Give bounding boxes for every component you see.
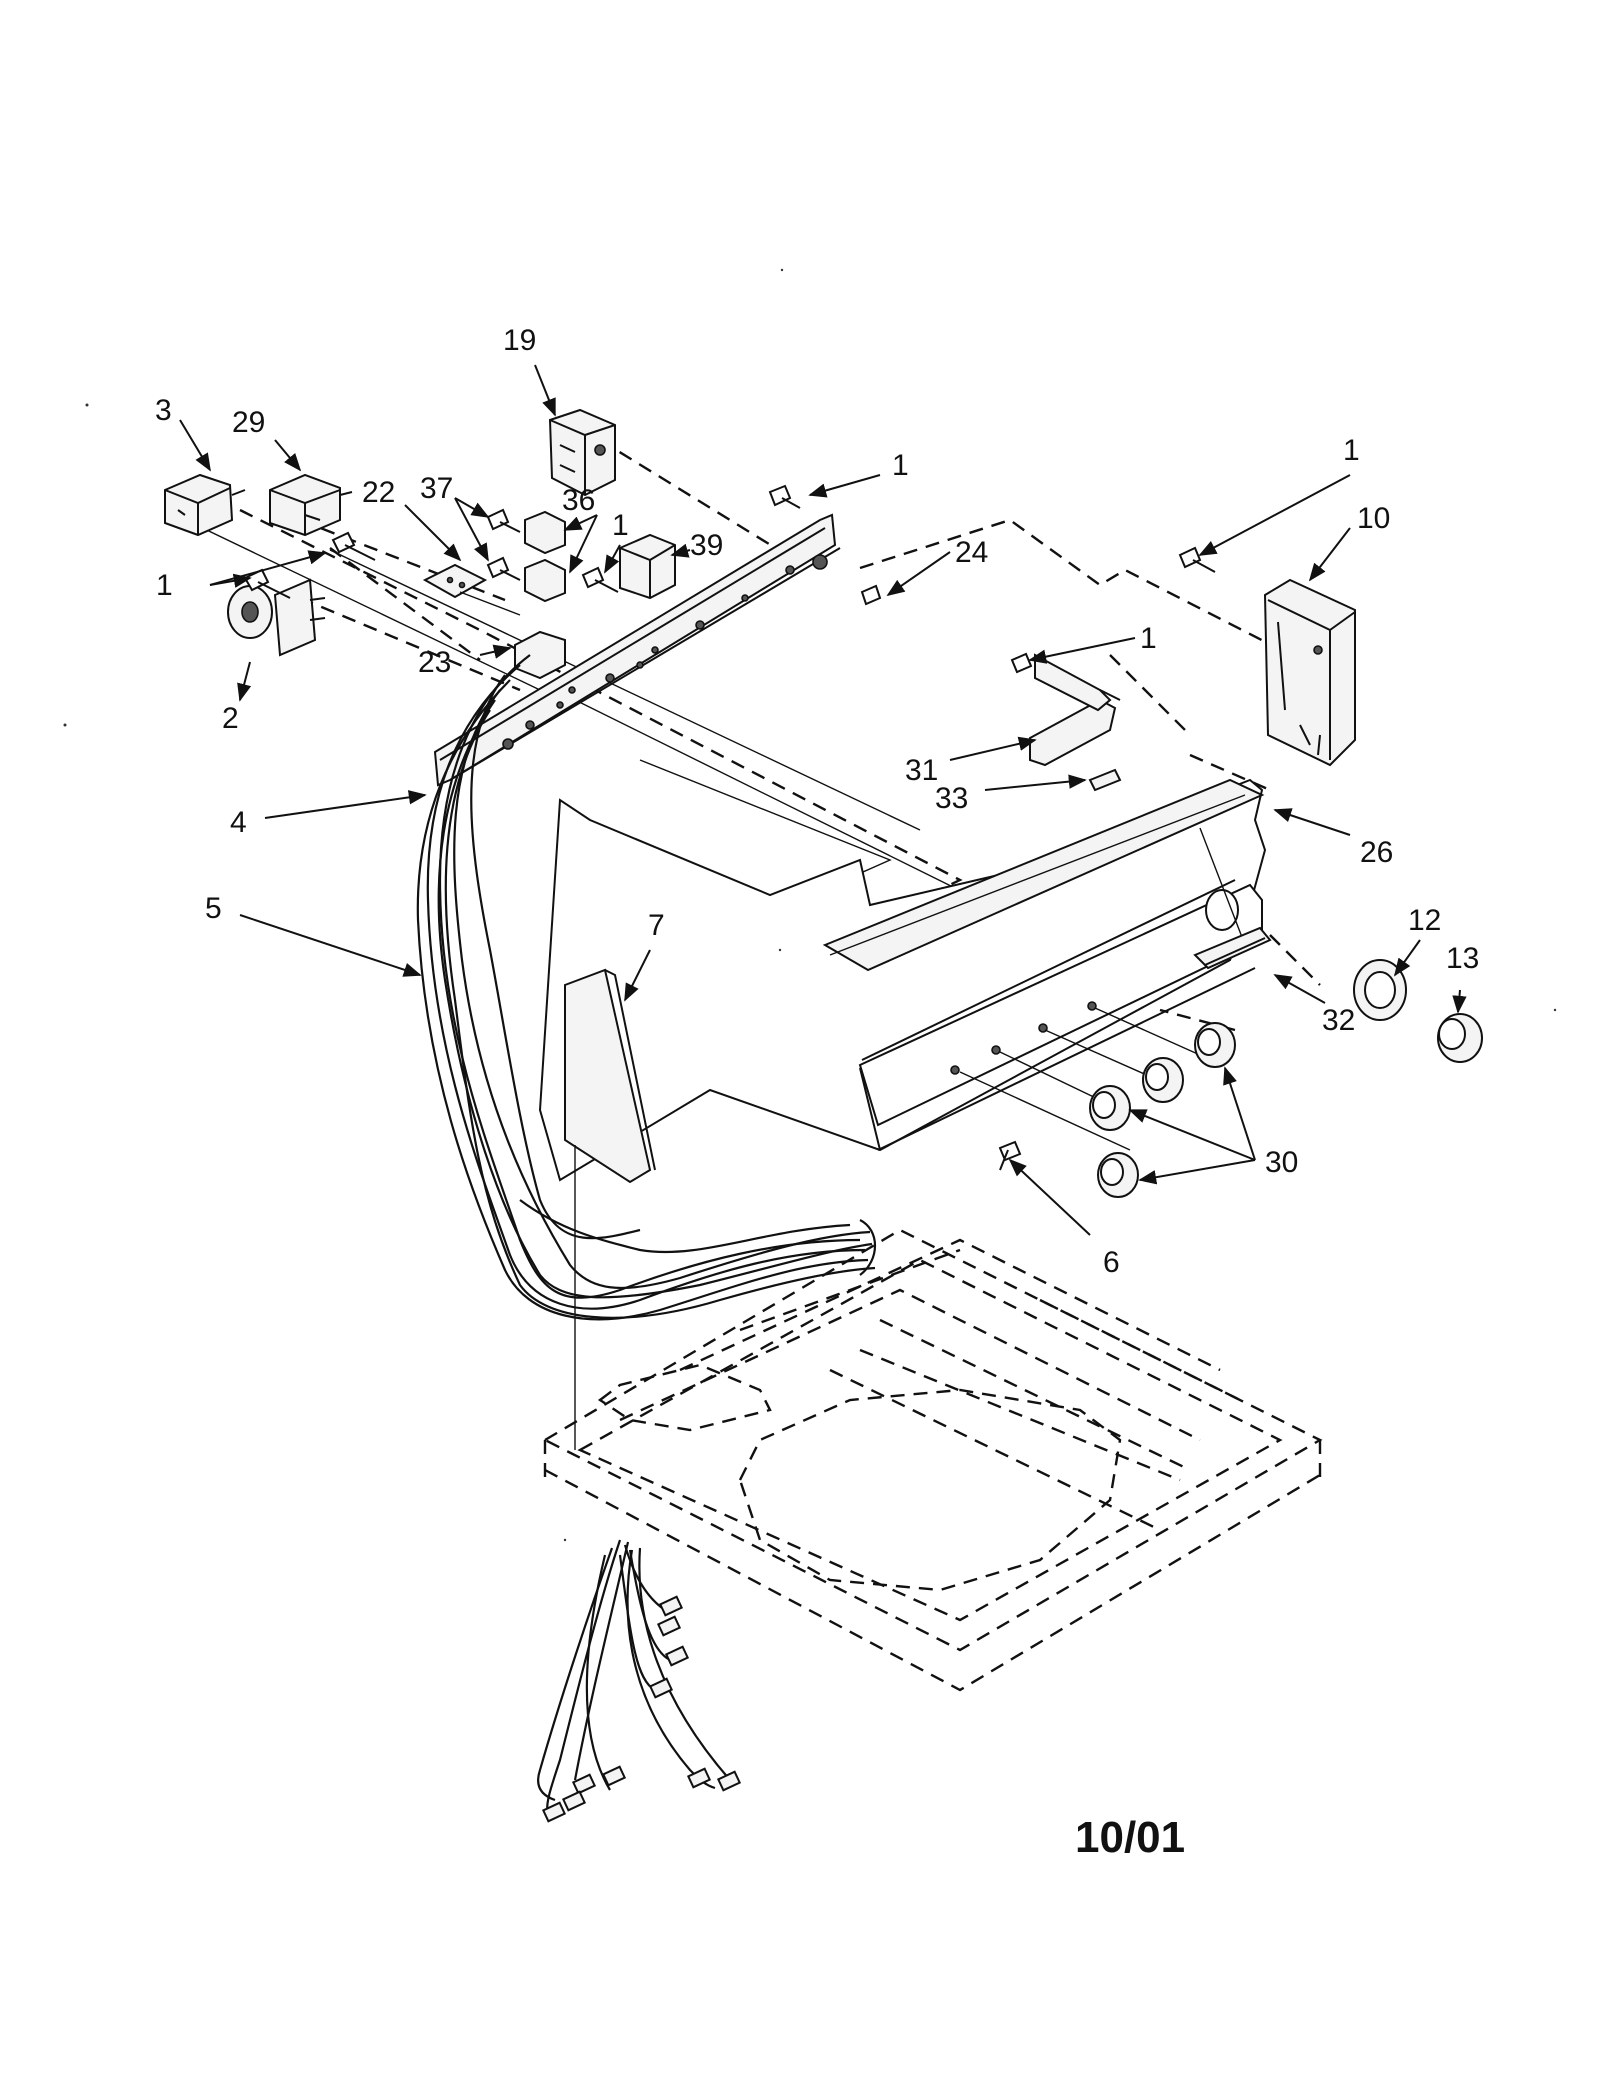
label-19: 19 bbox=[503, 324, 536, 357]
switch-part-29 bbox=[269, 473, 353, 537]
bracket-holes bbox=[502, 554, 828, 750]
label-26: 26 bbox=[1360, 836, 1393, 869]
label-1: 1 bbox=[1343, 434, 1360, 467]
label-12: 12 bbox=[1408, 904, 1441, 937]
label-1: 1 bbox=[612, 509, 629, 542]
control-console bbox=[538, 778, 1267, 1182]
label-31: 31 bbox=[905, 754, 938, 787]
label-33: 33 bbox=[935, 782, 968, 815]
cover-part-10 bbox=[1263, 578, 1356, 767]
label-5: 5 bbox=[205, 892, 222, 925]
callout-arrows bbox=[179, 364, 1467, 1236]
switch-part-3 bbox=[164, 473, 246, 537]
latch-part-32 bbox=[1193, 926, 1272, 970]
label-2: 2 bbox=[222, 702, 239, 735]
label-32: 32 bbox=[1322, 1004, 1355, 1037]
connector-part-36 bbox=[524, 510, 566, 603]
clip-part-33 bbox=[1088, 768, 1122, 792]
label-1: 1 bbox=[156, 569, 173, 602]
label-3: 3 bbox=[155, 394, 172, 427]
label-1: 1 bbox=[1140, 622, 1157, 655]
label-6: 6 bbox=[1103, 1246, 1120, 1279]
screws bbox=[243, 484, 1216, 1171]
knobs-part-30 bbox=[1089, 1022, 1236, 1198]
bracket-part-4 bbox=[433, 513, 841, 787]
label-30: 30 bbox=[1265, 1146, 1298, 1179]
label-13: 13 bbox=[1446, 942, 1479, 975]
knob-part-13 bbox=[1437, 1013, 1483, 1063]
label-29: 29 bbox=[232, 406, 265, 439]
label-4: 4 bbox=[230, 806, 247, 839]
bracket-part-39 bbox=[619, 533, 676, 600]
bracket-part-19 bbox=[548, 408, 616, 497]
latch-part-31 bbox=[1029, 653, 1121, 767]
label-10: 10 bbox=[1357, 502, 1390, 535]
label-22: 22 bbox=[362, 476, 395, 509]
knob-shafts bbox=[950, 1001, 1201, 1151]
base-frame bbox=[542, 1228, 1323, 1692]
label-24: 24 bbox=[955, 536, 988, 569]
bezel-part-12 bbox=[1353, 959, 1407, 1021]
label-37: 37 bbox=[420, 472, 453, 505]
wire-terminals bbox=[541, 1595, 742, 1823]
board-part-22 bbox=[422, 563, 521, 616]
date-code: 10/01 bbox=[1075, 1813, 1185, 1862]
label-23: 23 bbox=[418, 646, 451, 679]
scan-specks bbox=[63, 268, 1557, 1542]
label-39: 39 bbox=[690, 529, 723, 562]
wire-harness-part-5 bbox=[416, 654, 876, 1321]
label-36: 36 bbox=[562, 484, 595, 517]
label-7: 7 bbox=[648, 909, 665, 942]
lower-wire-harness bbox=[537, 1539, 742, 1823]
part-labels: 3 29 19 1 1 22 37 36 1 39 24 10 1 2 23 1… bbox=[155, 324, 1479, 1279]
label-1: 1 bbox=[892, 449, 909, 482]
